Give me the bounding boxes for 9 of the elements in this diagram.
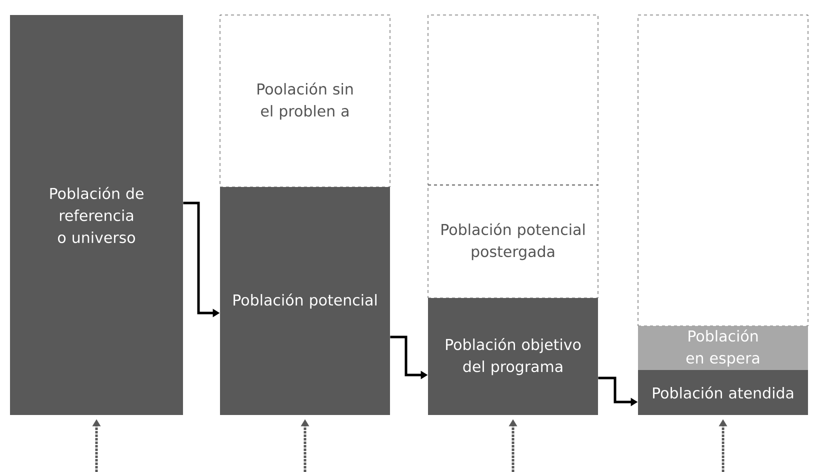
population-box: Población de referencia o universo: [10, 15, 183, 415]
dashed-box: [638, 14, 808, 326]
population-box: Población potencial: [220, 187, 390, 415]
population-box: Población objetivo del programa: [428, 298, 598, 415]
dashed-box: Población potencial postergada: [428, 184, 598, 298]
population-box: Población en espera: [638, 326, 808, 370]
population-box: Población atendida: [638, 370, 808, 415]
dashed-box: Poolación sin el problen a: [220, 14, 390, 188]
dashed-box: [428, 14, 598, 186]
